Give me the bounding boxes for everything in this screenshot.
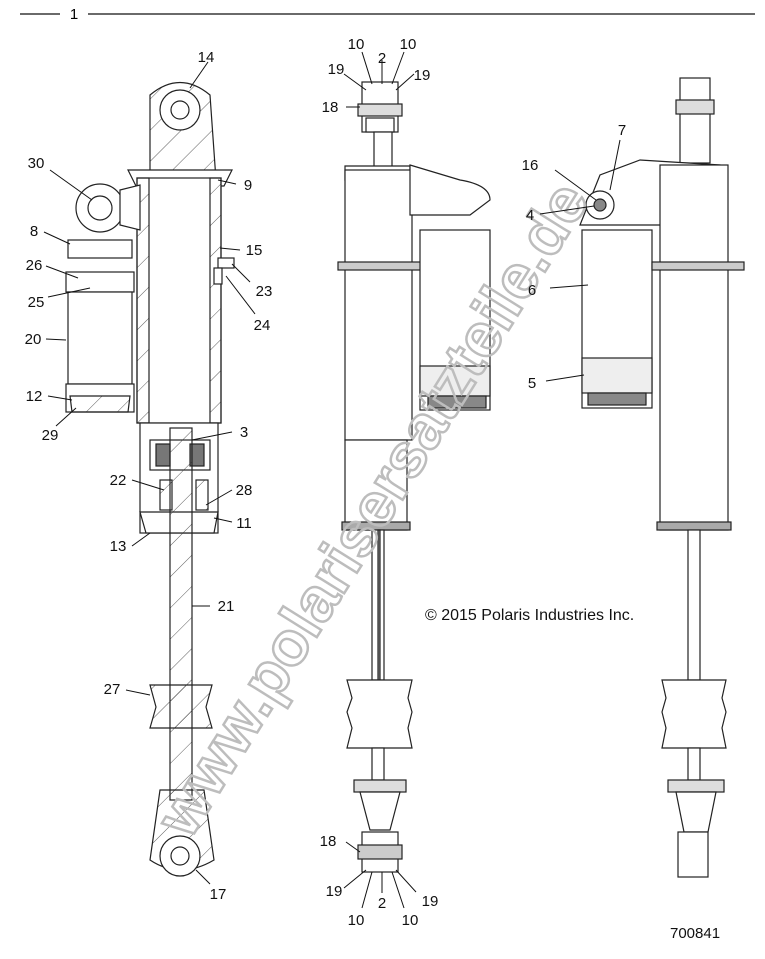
callout-22: 22 (110, 472, 127, 489)
callout-12: 12 (26, 388, 43, 405)
callout-20: 20 (25, 331, 42, 348)
assembled-shock-front (579, 77, 745, 878)
figure-id: 700841 (670, 925, 720, 942)
callout-18-bottom: 18 (320, 833, 337, 850)
assembled-shock-side (337, 81, 491, 873)
callout-19-bottom-right: 19 (422, 893, 439, 910)
callout-10-top-right: 10 (400, 36, 417, 53)
callout-8: 8 (30, 223, 38, 240)
callout-23: 23 (256, 283, 273, 300)
callout-30: 30 (28, 155, 45, 172)
callout-6: 6 (528, 282, 536, 299)
callout-17: 17 (210, 886, 227, 903)
leader-lines (43, 51, 621, 909)
callout-2-top: 2 (378, 50, 386, 67)
callout-16: 16 (522, 157, 539, 174)
callout-14: 14 (198, 49, 215, 66)
callout-7: 7 (618, 122, 626, 139)
cutaway-shock (65, 82, 235, 877)
callout-15: 15 (246, 242, 263, 259)
copyright-notice: © 2015 Polaris Industries Inc. (425, 607, 634, 624)
callout-19-top-left: 19 (328, 61, 345, 78)
callout-10-bottom-right: 10 (402, 912, 419, 929)
callout-4: 4 (526, 207, 534, 224)
callout-25: 25 (28, 294, 45, 311)
callout-19-bottom-left: 19 (326, 883, 343, 900)
callout-21: 21 (218, 598, 235, 615)
callout-29: 29 (42, 427, 59, 444)
callout-10-top-left: 10 (348, 36, 365, 53)
callout-26: 26 (26, 257, 43, 274)
callout-28: 28 (236, 482, 253, 499)
callout-24: 24 (254, 317, 271, 334)
callout-11: 11 (236, 515, 252, 532)
callout-5: 5 (528, 375, 536, 392)
callout-2-bottom: 2 (378, 895, 386, 912)
callout-10-bottom-left: 10 (348, 912, 365, 929)
callout-18-top: 18 (322, 99, 339, 116)
callout-9: 9 (244, 177, 252, 194)
callout-3: 3 (240, 424, 248, 441)
group-number: 1 (70, 6, 78, 23)
callout-labels: 14 30 9 8 15 26 23 25 24 20 12 29 3 22 2… (25, 36, 627, 929)
callout-13: 13 (110, 538, 127, 555)
callout-27: 27 (104, 681, 121, 698)
callout-19-top-right: 19 (414, 67, 431, 84)
